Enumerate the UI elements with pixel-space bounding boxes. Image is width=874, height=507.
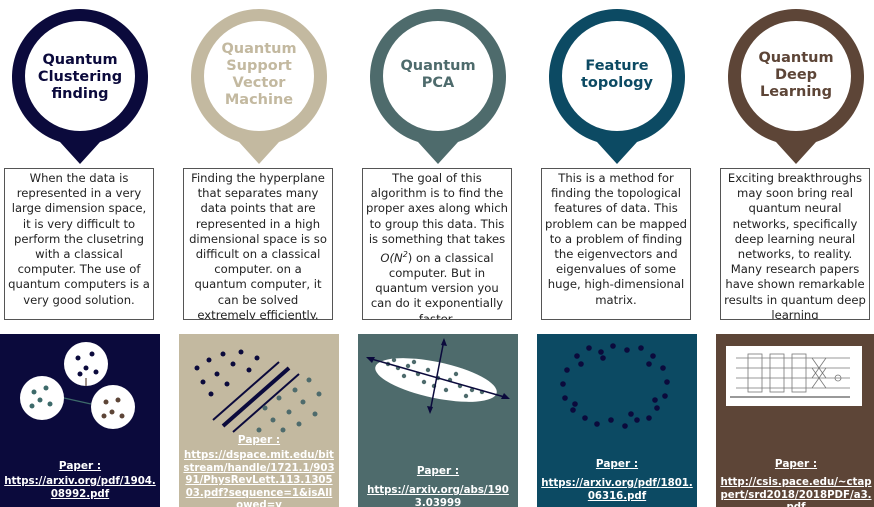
illustration-card: Paper : https://arxiv.org/pdf/1801.06316… [537,334,697,507]
description-box: Finding the hyperplane that separates ma… [183,168,333,320]
paper-label: Paper : [237,434,281,446]
description-box: Exciting breakthroughs may soon bring re… [720,168,870,320]
column-quantum-deep-learning: Quantum Deep Learning Exciting breakthro… [716,0,874,507]
column-quantum-pca: Quantum PCA The goal of this algorithm i… [358,0,518,507]
description-text: ) on a classical computer. But in quantu… [370,250,504,320]
clustering-illustration [20,342,135,429]
illustration-card: Paper : https://arxiv.org/abs/1903.03999 [358,334,518,507]
description-box: This is a method for finding the topolog… [541,168,691,320]
illustration-card: Paper : https://dspace.mit.edu/bitstream… [179,334,339,507]
paper-link[interactable]: https://dspace.mit.edu/bitstream/handle/… [183,450,335,507]
svm-illustration [194,349,322,433]
map-pin-icon [370,9,506,165]
illustration-card: Paper : http://csis.pace.edu/~ctappert/s… [716,334,874,507]
paper-link[interactable]: https://arxiv.org/pdf/1801.06316.pdf [541,478,693,502]
pin-title: Quantum Deep Learning [758,49,834,100]
paper-link[interactable]: https://arxiv.org/abs/1903.03999 [367,485,509,507]
description-box: When the data is represented in a very l… [4,168,154,320]
column-feature-topology: Feature topology This is a method for fi… [537,0,697,507]
map-pin-icon [191,9,327,165]
paper-label: Paper : [416,465,460,477]
column-quantum-svm: Quantum Support Vector Machine Finding t… [179,0,339,507]
paper-label: Paper : [58,460,102,472]
description-box: The goal of this algorithm is to find th… [362,168,512,320]
quantum-circuit-illustration [726,346,862,406]
paper-link[interactable]: http://csis.pace.edu/~ctappert/srd2018/2… [720,477,872,507]
illustration-card: Paper : https://arxiv.org/pdf/1904.08992… [0,334,160,507]
column-quantum-clustering: Quantum Clustering finding When the data… [0,0,160,507]
map-pin-icon [549,9,685,165]
map-pin-icon [728,9,864,165]
map-pin-icon [12,9,149,165]
paper-label: Paper : [774,458,818,470]
topology-illustration [560,343,670,429]
paper-link[interactable]: https://arxiv.org/pdf/1904.08992.pdf [4,476,156,500]
pin-title: Quantum PCA [400,58,476,91]
pin-title: Feature topology [581,58,653,91]
pca-illustration [366,338,510,414]
pin-title: Quantum Clustering finding [37,51,123,102]
complexity-notation: O(N2 [380,250,408,265]
description-text: The goal of this algorithm is to find th… [366,171,508,246]
paper-label: Paper : [595,458,639,470]
pin-title: Quantum Support Vector Machine [221,41,297,108]
